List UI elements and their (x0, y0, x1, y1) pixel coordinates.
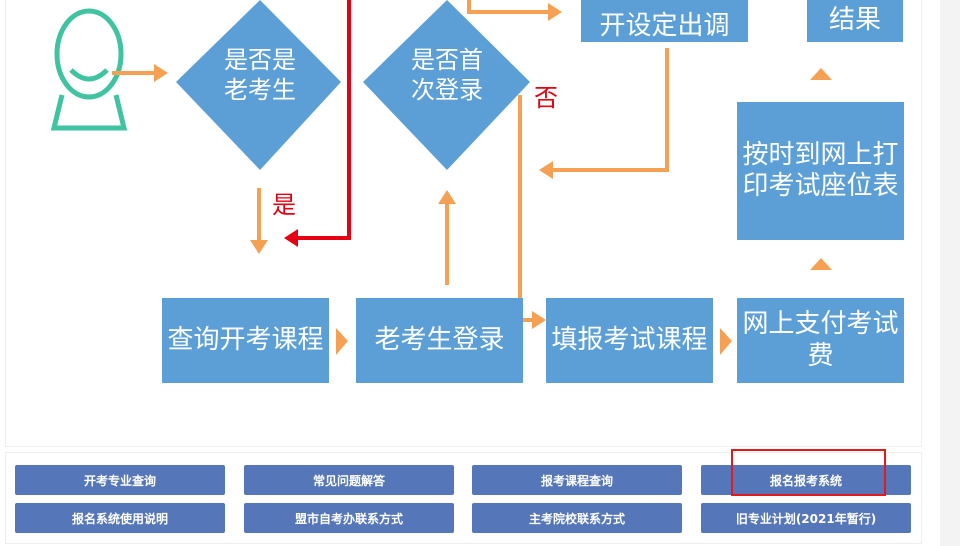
step-fill-courses: 填报考试课程 (546, 298, 713, 383)
label-no: 否 (534, 84, 558, 112)
arrow-person-to-diamond (112, 64, 168, 82)
arrow-up-to-result (810, 68, 832, 80)
button-faq[interactable]: 常见问题解答 (244, 465, 454, 495)
diamond-first-login (363, 0, 530, 170)
arrow-up-to-print (810, 258, 832, 270)
person-icon (50, 8, 128, 131)
button-registration-system[interactable]: 报名报考系统 (701, 465, 911, 495)
highlight-box (731, 449, 886, 496)
label-yes: 是 (272, 191, 296, 219)
flowchart-panel: 开设定出调 结果 是否是 老考生 是否首 次登录 是 否 按时到网上打 印考试座… (5, 0, 922, 447)
button-major-query[interactable]: 开考专业查询 (15, 465, 225, 495)
button-course-query[interactable]: 报考课程查询 (472, 465, 682, 495)
arrow-yes-down (250, 188, 268, 254)
flowchart-lines (50, 0, 832, 355)
print-seat-box: 按时到网上打 印考试座位表 (737, 102, 904, 240)
arrow-return-left (539, 48, 669, 179)
button-system-guide[interactable]: 报名系统使用说明 (15, 503, 225, 533)
arrow-no-to-fill (518, 95, 546, 329)
chevron-step3-4 (720, 328, 732, 355)
step-query-courses: 查询开考课程 (162, 298, 329, 383)
button-old-plan[interactable]: 旧专业计划(2021年暂行) (701, 503, 911, 533)
top-right-box: 结果 (807, 0, 903, 42)
diamond-first-login-label: 是否首 次登录 (411, 46, 483, 104)
diamond-old-student-label: 是否是 老考生 (224, 46, 296, 104)
arrow-login-up (438, 190, 456, 285)
diamond-old-student (176, 0, 341, 170)
arrow-to-top-box (467, 0, 562, 21)
right-scroll-gutter (940, 0, 960, 546)
top-left-box: 开设定出调 (581, 0, 748, 42)
red-arrow-to-login (284, 0, 351, 247)
button-league-office-contact[interactable]: 盟市自考办联系方式 (244, 503, 454, 533)
quick-links: 开考专业查询 常见问题解答 报考课程查询 报名报考系统 报名系统使用说明 盟市自… (5, 452, 922, 544)
step-old-student-login: 老考生登录 (356, 298, 523, 383)
step-pay-fee: 网上支付考试费 (737, 298, 904, 383)
button-school-contact[interactable]: 主考院校联系方式 (472, 503, 682, 533)
chevron-step1-2 (336, 328, 348, 355)
